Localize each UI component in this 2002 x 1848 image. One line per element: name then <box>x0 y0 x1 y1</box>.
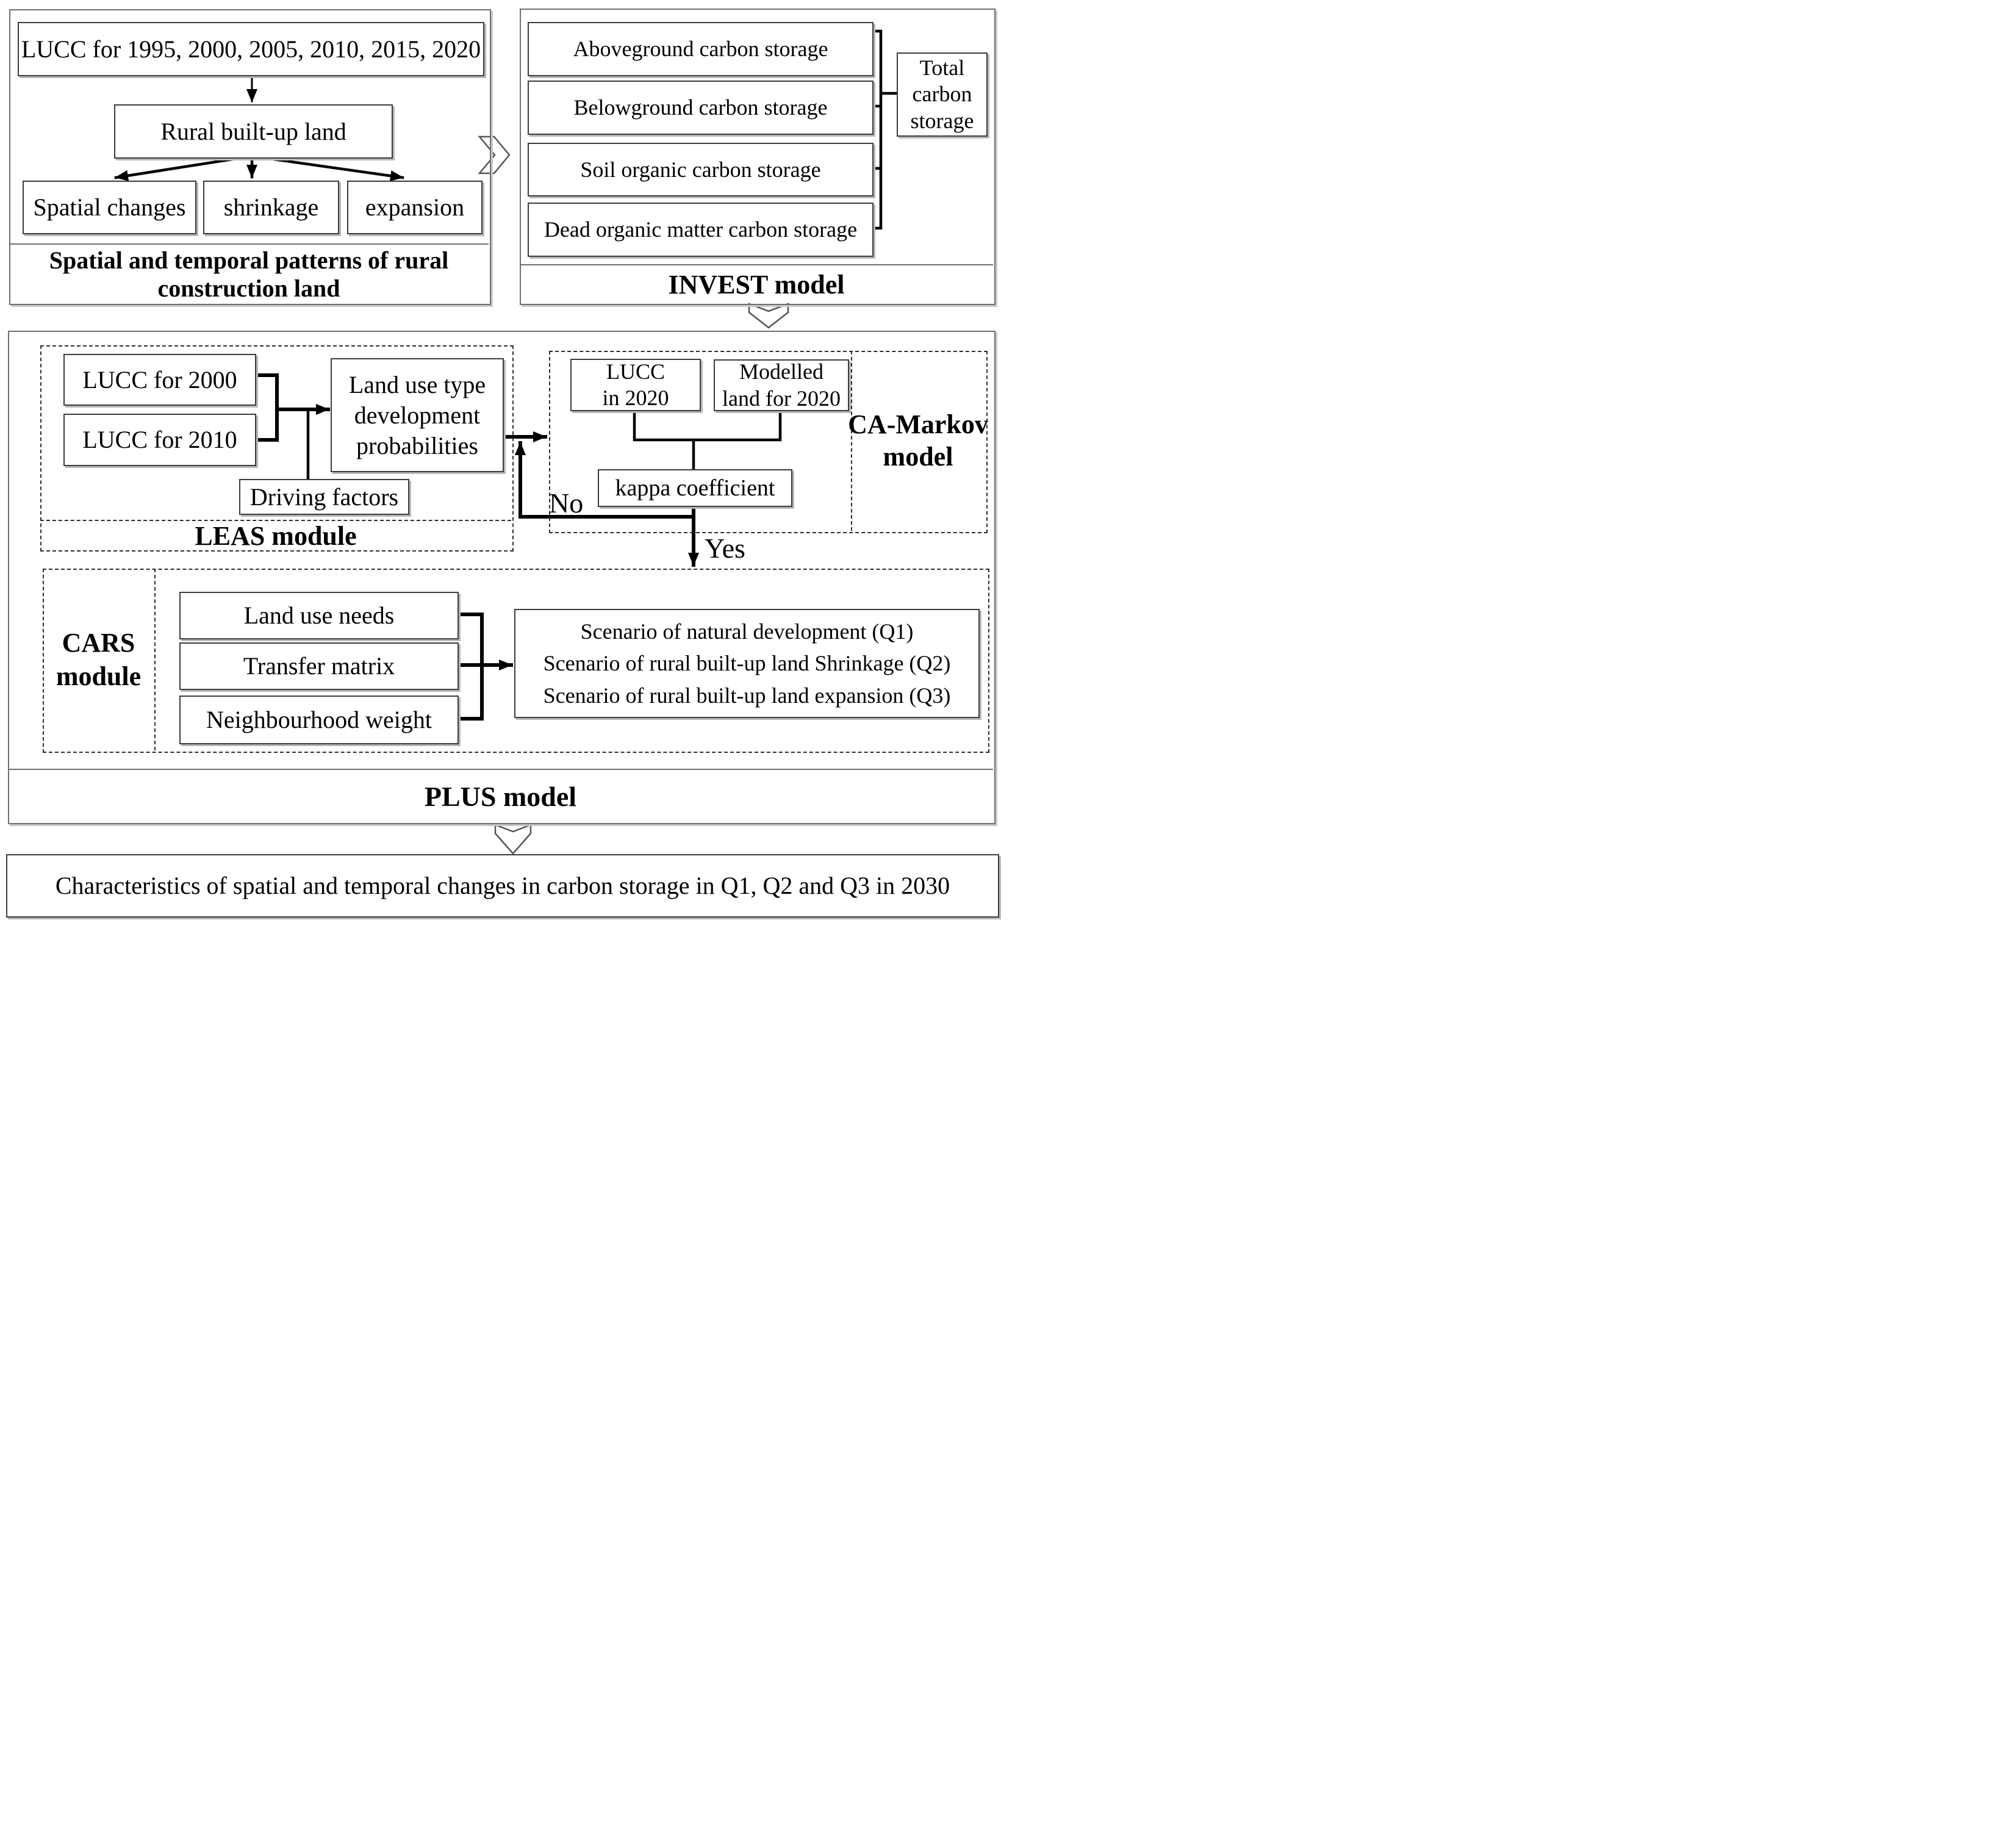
spatial-changes-text: Spatial changes <box>33 193 186 221</box>
chevron-down-invest-icon <box>748 303 789 329</box>
expansion-text: expansion <box>365 193 465 221</box>
total-carbon-storage-box: Total carbon storage <box>897 52 988 137</box>
belowground-carbon-box: Belowground carbon storage <box>528 81 874 135</box>
ca-markov-divider <box>851 351 852 531</box>
output-characteristics-text: Characteristics of spatial and temporal … <box>55 872 950 900</box>
aboveground-carbon-box: Aboveground carbon storage <box>528 22 874 76</box>
soil-organic-carbon-box: Soil organic carbon storage <box>528 143 874 196</box>
belowground-carbon-text: Belowground carbon storage <box>573 95 828 120</box>
spatial-patterns-panel <box>9 9 491 305</box>
spatial-changes-box: Spatial changes <box>23 181 196 234</box>
lucc-in-2020-box: LUCC in 2020 <box>570 359 701 411</box>
land-use-probabilities-box: Land use type development probabilities <box>331 358 504 472</box>
rural-built-up-land-text: Rural built-up land <box>160 117 346 145</box>
kappa-coefficient-box: kappa coefficient <box>598 469 792 507</box>
land-use-needs-box: Land use needs <box>179 592 459 639</box>
expansion-box: expansion <box>347 181 483 234</box>
scenario-q1-text: Scenario of natural development (Q1) <box>580 619 914 644</box>
plus-model-label: PLUS model <box>8 769 993 823</box>
plus-model-panel <box>8 331 996 824</box>
soil-organic-carbon-text: Soil organic carbon storage <box>580 157 821 182</box>
lucc-2000-box: LUCC for 2000 <box>63 354 256 406</box>
lucc-years-text: LUCC for 1995, 2000, 2005, 2010, 2015, 2… <box>21 35 481 63</box>
scenario-q2-text: Scenario of rural built-up land Shrinkag… <box>543 651 951 676</box>
shrinkage-box: shrinkage <box>203 181 339 234</box>
shrinkage-text: shrinkage <box>223 193 319 221</box>
leas-module-box <box>40 345 514 552</box>
dead-organic-carbon-text: Dead organic matter carbon storage <box>544 217 858 242</box>
modelled-land-2020-box: Modelled land for 2020 <box>714 359 849 411</box>
scenarios-box: Scenario of natural development (Q1) Sce… <box>514 609 980 718</box>
leas-module-label: LEAS module <box>40 520 511 551</box>
spatial-patterns-caption: Spatial and temporal patterns of rural c… <box>9 243 489 304</box>
lucc-2010-box: LUCC for 2010 <box>63 414 256 466</box>
transfer-matrix-box: Transfer matrix <box>179 642 459 690</box>
cars-divider <box>154 569 156 750</box>
invest-model-label: INVEST model <box>520 264 993 304</box>
dead-organic-carbon-box: Dead organic matter carbon storage <box>528 203 874 257</box>
ca-markov-module-box <box>549 351 988 533</box>
rural-built-up-land-box: Rural built-up land <box>114 104 393 159</box>
invest-panel <box>520 9 996 305</box>
driving-factors-box: Driving factors <box>239 479 409 515</box>
aboveground-carbon-text: Aboveground carbon storage <box>573 37 828 62</box>
yes-label: Yes <box>705 533 745 564</box>
neighbourhood-weight-box: Neighbourhood weight <box>179 696 459 744</box>
cars-module-label: CARS module <box>56 628 142 691</box>
scenario-q3-text: Scenario of rural built-up land expansio… <box>543 683 951 708</box>
chevron-down-plus-icon <box>494 824 532 855</box>
cars-module-box <box>43 569 989 753</box>
research-framework-flowchart: Spatial and temporal patterns of rural c… <box>0 0 1001 924</box>
lucc-years-box: LUCC for 1995, 2000, 2005, 2010, 2015, 2… <box>18 22 484 76</box>
caption-line-1: Spatial and temporal patterns of rural <box>49 246 449 274</box>
no-label: No <box>549 487 584 519</box>
ca-markov-label: CA-Markov model <box>848 409 988 472</box>
output-characteristics-box: Characteristics of spatial and temporal … <box>6 854 999 918</box>
caption-line-2: construction land <box>157 274 340 302</box>
